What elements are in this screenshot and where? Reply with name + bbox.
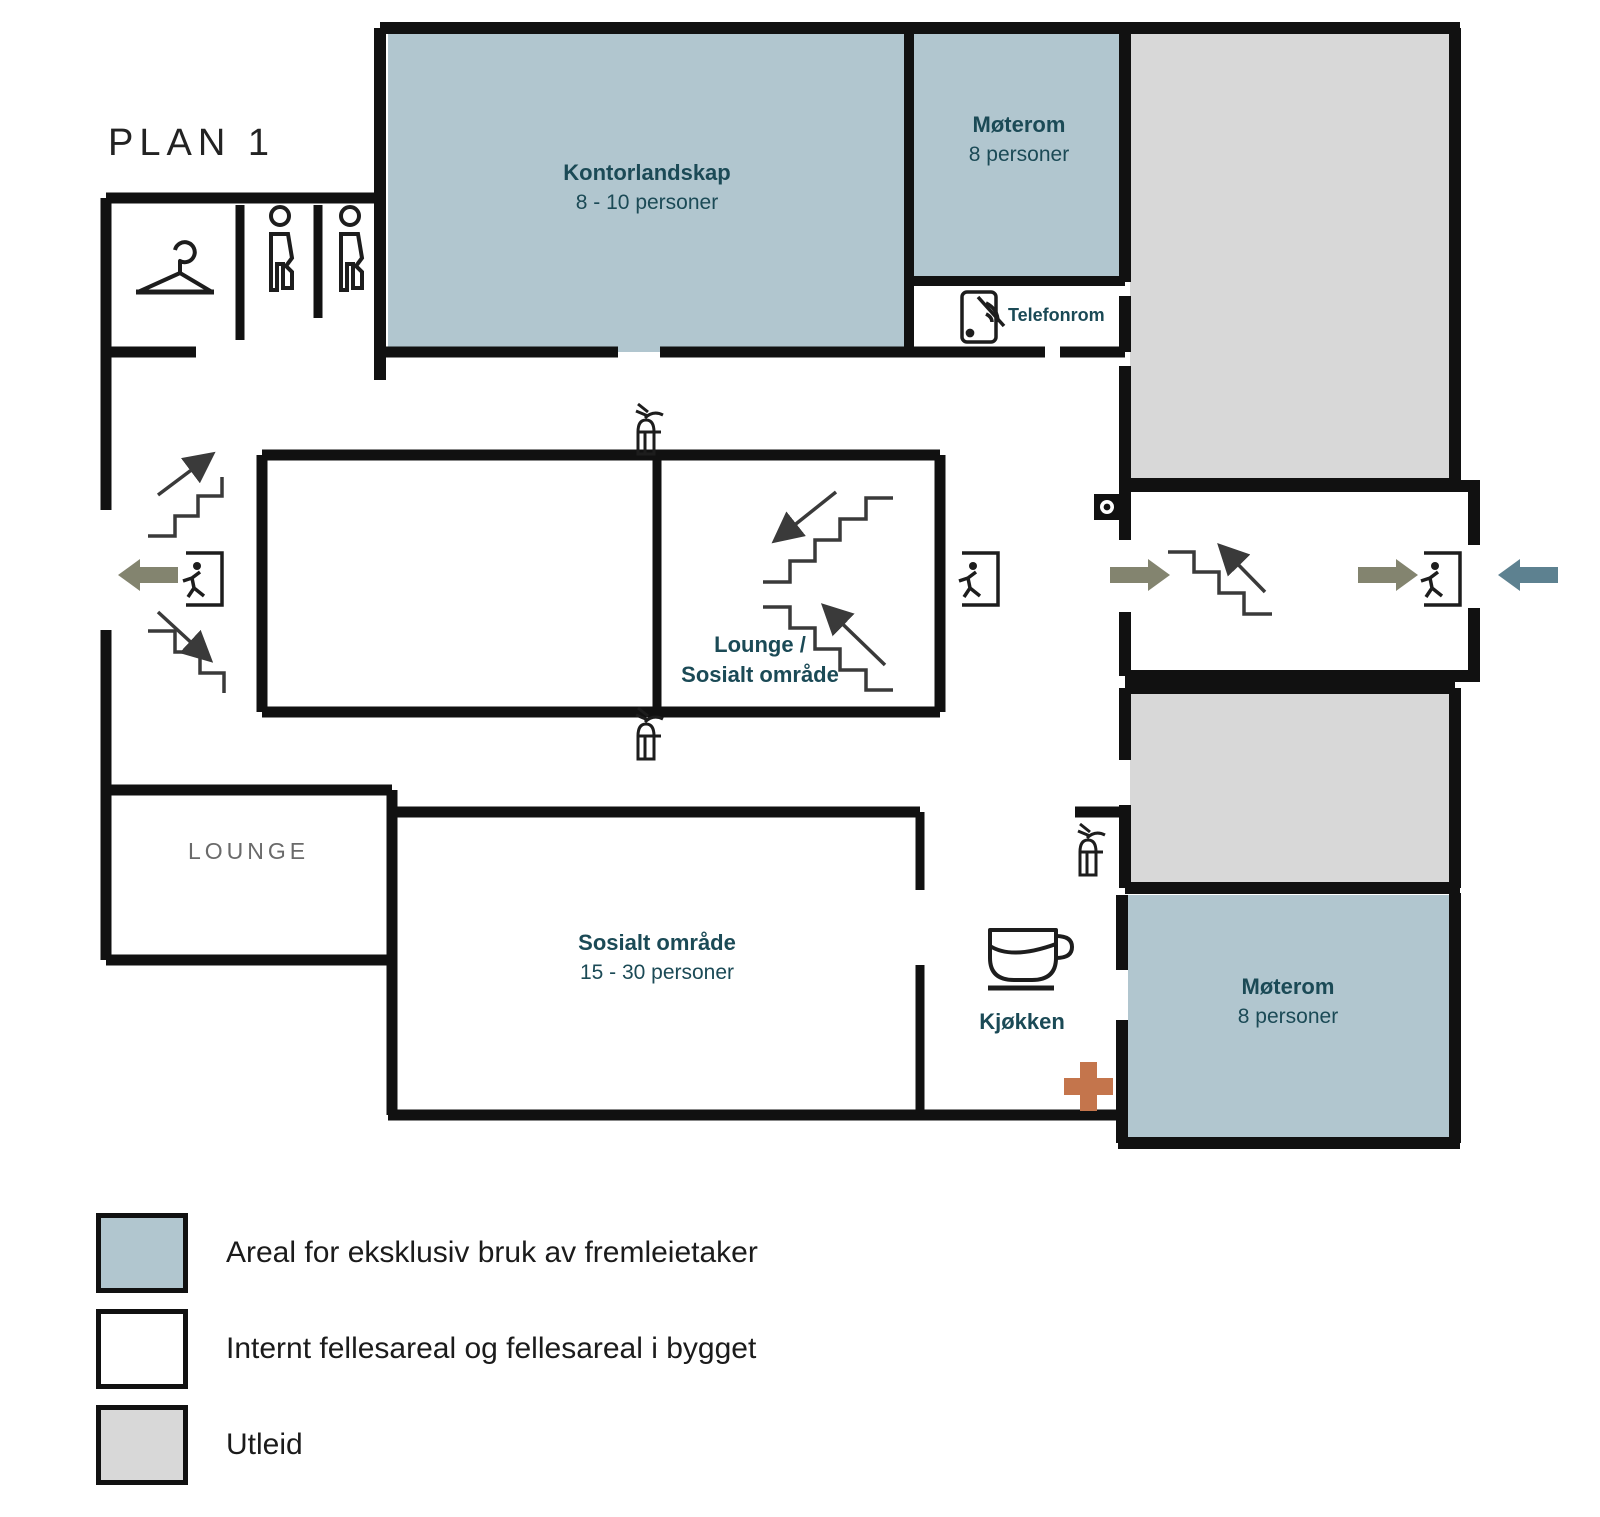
zone-rented-upper: [1130, 34, 1455, 480]
stairs-down-icon: [763, 490, 893, 584]
restroom-person-icon: [269, 205, 295, 292]
coffee-cup-icon: [988, 928, 1074, 991]
legend-swatch-exclusive: [96, 1213, 188, 1293]
phone-no-signal-icon: [960, 290, 1006, 344]
route-arrow-right: [1358, 559, 1418, 591]
room-capacity: Sosialt område: [681, 662, 839, 687]
legend-swatch-rented: [96, 1405, 188, 1485]
room-capacity: 8 personer: [1237, 1005, 1339, 1028]
legend-label-rented: Utleid: [226, 1428, 303, 1461]
room-label-moterom-bottom: Møterom 8 personer: [1238, 972, 1338, 1032]
room-label-moterom-top: Møterom 8 personer: [969, 110, 1069, 170]
room-label-kontorlandskap: Kontorlandskap 8 - 10 personer: [563, 158, 730, 218]
route-arrow-right: [1110, 559, 1170, 591]
legend: Areal for eksklusiv bruk av fremleietake…: [96, 1205, 996, 1493]
first-aid-cross-icon: [1064, 1062, 1113, 1111]
legend-row-common: Internt fellesareal og fellesareal i byg…: [96, 1301, 996, 1397]
zone-exclusive-moterom-bottom: [1128, 895, 1455, 1137]
stairs-down-icon: [148, 610, 226, 693]
room-name: Sosialt område: [578, 930, 736, 955]
legend-label-exclusive: Areal for eksklusiv bruk av fremleietake…: [226, 1236, 758, 1269]
page-title: PLAN 1: [108, 122, 275, 164]
zone-exclusive-moterom-top: [913, 34, 1125, 277]
stairs-up-icon: [148, 451, 224, 538]
room-name: Kontorlandskap: [563, 160, 731, 185]
room-label-sosialt-omrade: Sosialt område 15 - 30 personer: [578, 928, 736, 988]
emergency-exit-icon: [1420, 551, 1462, 607]
fire-extinguisher-icon: [635, 706, 664, 761]
legend-row-rented: Utleid: [96, 1397, 996, 1493]
room-label-kjokken: Kjøkken: [979, 1007, 1065, 1037]
coat-hanger-icon: [136, 240, 214, 295]
room-label-lounge-sosialt: Lounge / Sosialt område: [681, 630, 839, 690]
legend-label-common: Internt fellesareal og fellesareal i byg…: [226, 1332, 757, 1365]
stairs-up-icon: [1168, 542, 1272, 616]
entry-point-marker-icon: [1094, 494, 1120, 520]
stairs-up-icon: [763, 603, 893, 692]
room-label-telefonrom: Telefonrom: [1008, 305, 1105, 325]
room-capacity: 8 - 10 personer: [575, 191, 719, 214]
emergency-exit-icon: [958, 551, 1000, 607]
route-arrow-left: [118, 559, 178, 591]
room-capacity: 8 personer: [968, 143, 1070, 166]
room-name: Lounge /: [714, 632, 806, 657]
restroom-person-icon: [339, 205, 365, 292]
room-capacity: 15 - 30 personer: [579, 961, 735, 984]
walls: [100, 22, 1480, 1149]
zone-exclusive-kontorlandskap: [388, 34, 906, 352]
room-name: Kjøkken: [979, 1009, 1065, 1034]
room-name: Møterom: [972, 112, 1066, 137]
legend-swatch-common: [96, 1309, 188, 1389]
legend-row-exclusive: Areal for eksklusiv bruk av fremleietake…: [96, 1205, 996, 1301]
zone-rented-lower: [1130, 690, 1455, 888]
fire-extinguisher-icon: [1077, 822, 1106, 877]
zone-fills: [388, 34, 1455, 1137]
emergency-exit-icon: [182, 551, 224, 607]
fire-extinguisher-icon: [635, 402, 664, 456]
room-label-lounge: LOUNGE: [188, 838, 310, 864]
room-name: Møterom: [1241, 974, 1335, 999]
main-entrance-arrow-left: [1498, 559, 1558, 591]
